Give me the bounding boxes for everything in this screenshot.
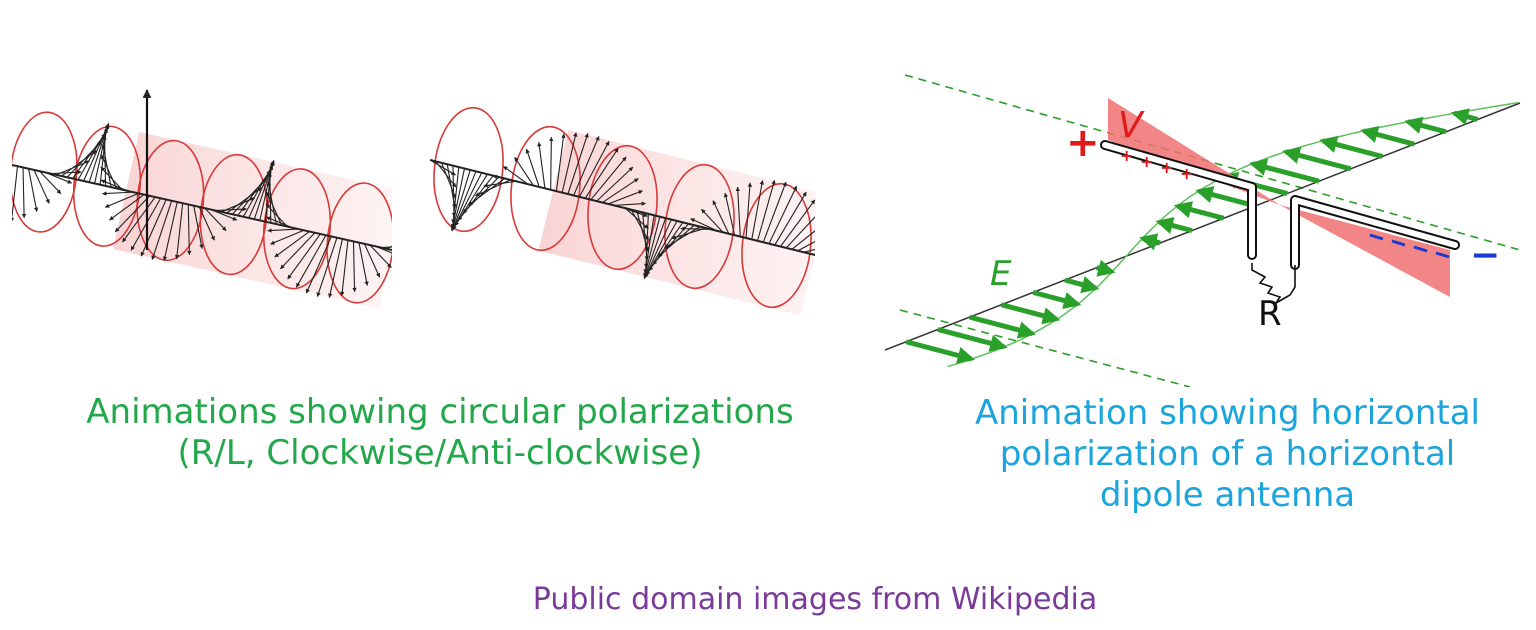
caption-line: polarization of a horizontal	[999, 433, 1456, 474]
svg-text:+: +	[1180, 164, 1193, 183]
dipole-antenna-diagram: + + + + V + − E R	[884, 74, 1521, 387]
circular-polarization-left-diagram	[430, 106, 815, 316]
helix-wave	[12, 89, 392, 309]
antenna-element: + + + +	[1100, 140, 1460, 304]
circular-polarization-right-diagram	[12, 89, 392, 309]
resistor-label: R	[1258, 294, 1282, 334]
svg-text:+: +	[1120, 146, 1133, 165]
dipole-caption: Animation showing horizontal polarizatio…	[935, 393, 1520, 515]
minus-sign-label: −	[1470, 235, 1500, 276]
e-field-label: E	[990, 254, 1012, 294]
caption-line: Animation showing horizontal	[975, 393, 1480, 433]
voltage-label: V	[1118, 105, 1145, 146]
image-credit: Public domain images from Wikipedia	[532, 582, 1098, 617]
caption-line: dipole antenna	[1099, 474, 1356, 515]
plus-sign-label: +	[1066, 120, 1100, 166]
caption-line: Animations showing circular polarization…	[86, 392, 794, 432]
helix-wave	[430, 106, 815, 316]
caption-line: (R/L, Clockwise/Anti-clockwise)	[177, 432, 703, 473]
svg-text:+: +	[1160, 158, 1173, 177]
svg-text:+: +	[1140, 152, 1153, 171]
e-field-wave	[884, 74, 1521, 387]
circular-polarization-caption: Animations showing circular polarization…	[30, 392, 850, 474]
